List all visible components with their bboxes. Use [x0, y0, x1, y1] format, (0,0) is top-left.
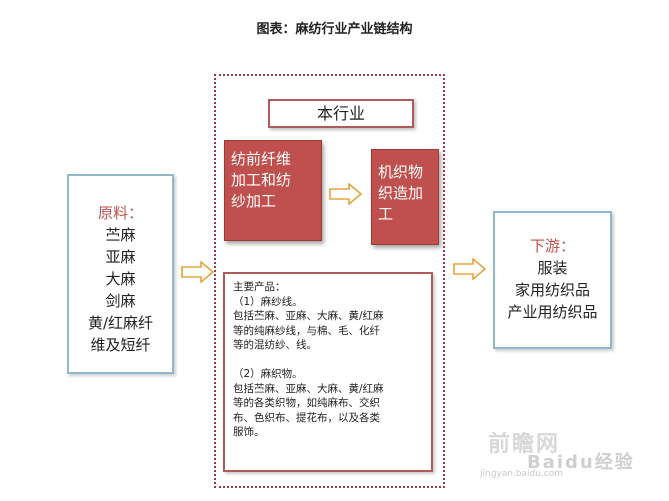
industry-label-box: 本行业: [268, 99, 414, 128]
spinning-line-3: 纱加工: [231, 192, 277, 210]
watermark-baidu: Baidu经验: [527, 452, 635, 473]
raw-material-item: 大麻: [105, 270, 136, 288]
spinning-line-1: 纺前纤维: [231, 150, 292, 168]
watermark-url: jingyan.baidu.com: [480, 469, 564, 479]
raw-material-item: 黄/红麻纤: [87, 314, 154, 332]
weaving-process-box: 机织物 织造加 工: [371, 149, 439, 245]
products-line: 等的混纺纱、线。: [233, 339, 317, 351]
products-line: 服饰。: [233, 426, 265, 438]
products-line: 包括苎麻、亚麻、大麻、黄/红麻: [233, 382, 384, 395]
downstream-item: 产业用纺织品: [507, 303, 598, 321]
raw-materials-box: 原料： 苎麻 亚麻 大麻 剑麻 黄/红麻纤 维及短纤: [67, 174, 174, 374]
products-line: 包括苎麻、亚麻、大麻、黄/红麻: [233, 310, 384, 322]
downstream-heading: 下游：: [529, 237, 575, 255]
products-blank-line: [233, 353, 425, 368]
products-line: （2）麻织物。: [233, 368, 303, 380]
products-line: 等的各类织物，如纯麻布、交织: [233, 397, 380, 409]
raw-materials-heading: 原料：: [97, 204, 143, 222]
raw-material-item: 亚麻: [105, 248, 136, 266]
weaving-line-1: 机织物: [378, 163, 424, 181]
raw-material-item: 剑麻: [105, 292, 136, 310]
spinning-line-2: 加工和纺: [231, 171, 292, 189]
weaving-line-3: 工: [378, 205, 394, 223]
arrow-right-icon: [329, 183, 363, 205]
weaving-line-2: 织造加: [378, 184, 424, 202]
arrow-right-icon: [453, 258, 487, 280]
arrow-right-icon: [181, 261, 215, 283]
downstream-box: 下游： 服装 家用纺织品 产业用纺织品: [493, 211, 612, 349]
industry-frame: [214, 74, 445, 488]
products-line: （1）麻纱线。: [233, 295, 303, 308]
main-products-box: 主要产品： （1）麻纱线。 包括苎麻、亚麻、大麻、黄/红麻 等的纯麻纱线，与棉、…: [223, 272, 433, 472]
products-line: 布、色织布、提花布，以及各类: [233, 411, 380, 424]
raw-material-item: 苎麻: [105, 226, 136, 244]
products-line: 等的纯麻纱线，与棉、毛、化纤: [233, 324, 380, 337]
raw-material-item: 维及短纤: [90, 336, 151, 354]
downstream-item: 服装: [537, 259, 568, 277]
watermark-qianzhan: 前瞻网: [488, 432, 561, 457]
diagram-title: 图表：麻纺行业产业链结构: [256, 22, 413, 37]
downstream-item: 家用纺织品: [514, 281, 590, 299]
products-line: 主要产品：: [233, 281, 286, 293]
spinning-process-box: 纺前纤维 加工和纺 纱加工: [224, 140, 322, 241]
